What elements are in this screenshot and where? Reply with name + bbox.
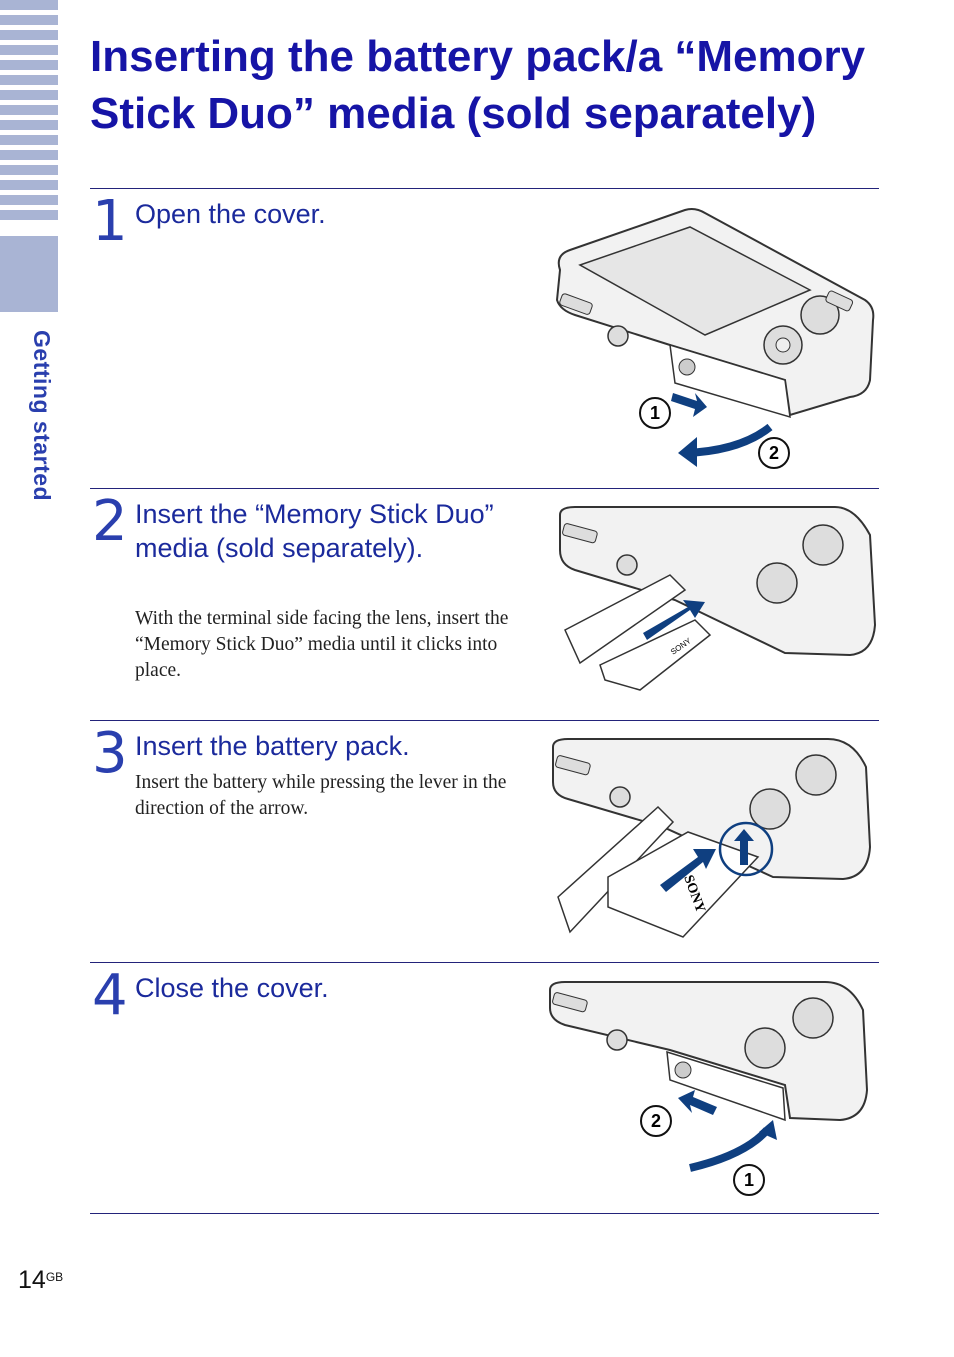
step-number: 2 <box>92 489 128 554</box>
step-number: 1 <box>92 189 128 254</box>
step-description: With the terminal side facing the lens, … <box>135 608 509 681</box>
divider <box>90 188 879 189</box>
callout: 1 <box>744 1170 754 1190</box>
step-number: 3 <box>92 721 128 786</box>
camera-open-cover-illustration: 1 2 <box>555 208 875 469</box>
sidebar-tab <box>0 236 58 312</box>
sidebar-stripes <box>0 0 58 230</box>
step-description: Insert the battery while pressing the le… <box>135 772 507 819</box>
step-heading: Insert the battery pack. <box>135 731 410 761</box>
step-heading: Open the cover. <box>135 199 326 229</box>
step-heading: Close the cover. <box>135 973 329 1003</box>
section-label: Getting started <box>29 330 55 502</box>
memory-stick-insert-illustration: SONY <box>559 506 877 691</box>
divider <box>90 488 879 489</box>
callout: 1 <box>650 403 660 423</box>
step-number: 4 <box>92 963 128 1028</box>
callout: 2 <box>769 443 779 463</box>
page-title: Inserting the battery pack/a “Memory Sti… <box>90 32 866 138</box>
step-heading: Insert the “Memory Stick Duo” media (sol… <box>135 499 494 563</box>
divider <box>90 962 879 963</box>
page-number-suffix: GB <box>45 1270 64 1284</box>
camera-close-cover-illustration: 2 1 <box>549 981 869 1196</box>
page-number: 14GB <box>18 1266 63 1295</box>
callout: 2 <box>651 1111 661 1131</box>
page-number-value: 14 <box>18 1266 46 1294</box>
divider <box>90 720 879 721</box>
battery-insert-illustration: SONY <box>552 738 872 938</box>
divider <box>90 1213 879 1214</box>
